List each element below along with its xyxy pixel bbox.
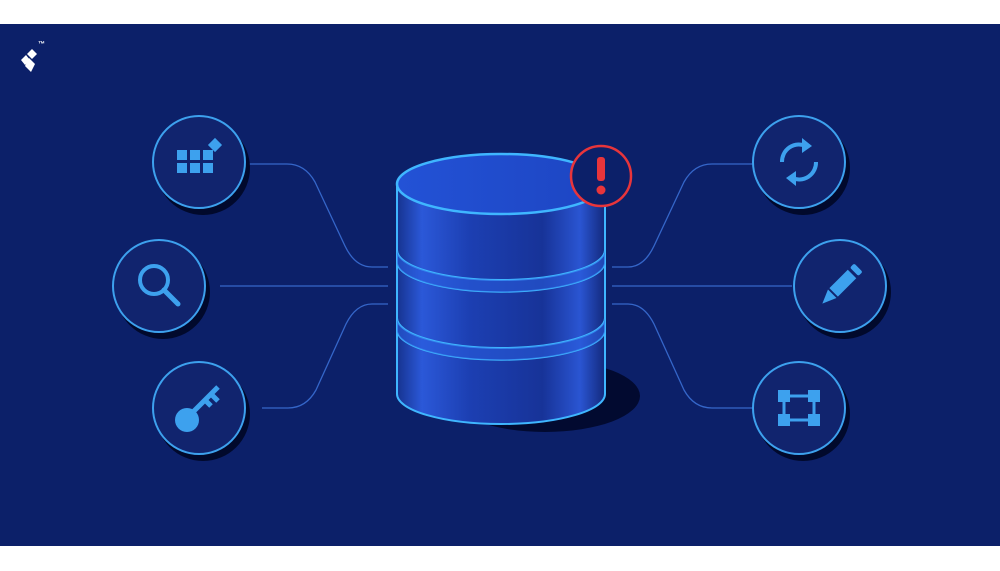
network-nodes-icon bbox=[778, 390, 820, 426]
connector-lines bbox=[220, 163, 792, 409]
search-icon bbox=[138, 264, 181, 307]
alert-icon: ! bbox=[569, 144, 633, 208]
illustration-svg: ™ bbox=[0, 24, 1000, 546]
key-icon bbox=[175, 385, 220, 432]
left-circle-key bbox=[152, 361, 250, 461]
left-circle-tiles bbox=[152, 115, 250, 215]
right-circle-pencil bbox=[793, 239, 891, 339]
pencil-icon bbox=[822, 264, 862, 304]
right-circle-network bbox=[752, 361, 850, 461]
right-circle-refresh bbox=[752, 115, 850, 215]
refresh-icon bbox=[779, 138, 819, 186]
database-icon bbox=[395, 152, 607, 425]
toptal-logo-icon: ™ bbox=[21, 41, 45, 72]
left-circle-search bbox=[112, 239, 210, 339]
hero-illustration: ™ bbox=[0, 24, 1000, 546]
trademark-text: ™ bbox=[38, 41, 45, 48]
